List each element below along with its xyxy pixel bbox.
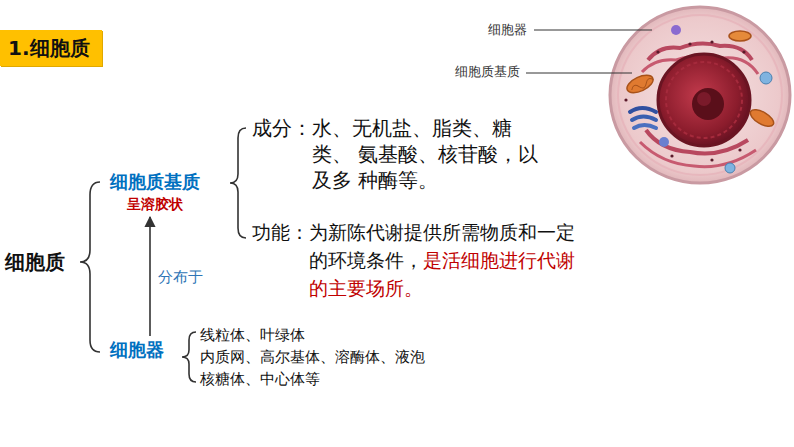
node-text: 细胞质基质 bbox=[110, 170, 200, 194]
connector-arrow bbox=[149, 217, 151, 336]
row-heading: 功能： bbox=[252, 218, 309, 246]
node-text: 核糖体、中心体等 bbox=[200, 368, 425, 390]
callout-label: 细胞器 bbox=[488, 22, 527, 38]
node-text: 细胞质 bbox=[5, 248, 65, 276]
brace bbox=[182, 332, 196, 382]
branch-term: 细胞器 bbox=[110, 338, 164, 362]
brace bbox=[80, 182, 100, 352]
body-text: 水、无机盐、脂类、糖类、 氨基酸、核苷酸，以及多 种酶等。 bbox=[312, 116, 538, 192]
organelle-list: 线粒体、叶绿体内质网、高尔基体、溶酶体、液泡核糖体、中心体等 bbox=[200, 324, 425, 390]
title-box: 1.细胞质 bbox=[0, 30, 102, 66]
row-body: 为新陈代谢提供所需物质和一定 的环境条件，是活细胞进行代谢 的主要场所。 bbox=[309, 218, 581, 302]
root-term: 细胞质 bbox=[5, 248, 65, 276]
detail-row: 成分：水、无机盐、脂类、糖类、 氨基酸、核苷酸，以及多 种酶等。 bbox=[252, 115, 544, 193]
node-text: 内质网、高尔基体、溶酶体、液泡 bbox=[200, 346, 425, 368]
node-text: 呈溶胶状 bbox=[110, 194, 200, 214]
row-body: 水、无机盐、脂类、糖类、 氨基酸、核苷酸，以及多 种酶等。 bbox=[312, 115, 544, 193]
leader-line bbox=[526, 73, 632, 74]
row-heading: 成分： bbox=[252, 115, 312, 141]
node-text: 线粒体、叶绿体 bbox=[200, 324, 425, 346]
branch-term: 细胞质基质呈溶胶状 bbox=[110, 170, 200, 214]
node-text: 1.细胞质 bbox=[8, 35, 90, 61]
edge-label: 分布于 bbox=[157, 267, 204, 287]
node-text: 细胞器 bbox=[110, 338, 164, 362]
detail-row: 功能：为新陈代谢提供所需物质和一定 的环境条件，是活细胞进行代谢 的主要场所。 bbox=[252, 218, 581, 302]
callout-label: 细胞质基质 bbox=[455, 64, 520, 80]
leader-line bbox=[534, 30, 652, 31]
brace bbox=[230, 128, 246, 238]
